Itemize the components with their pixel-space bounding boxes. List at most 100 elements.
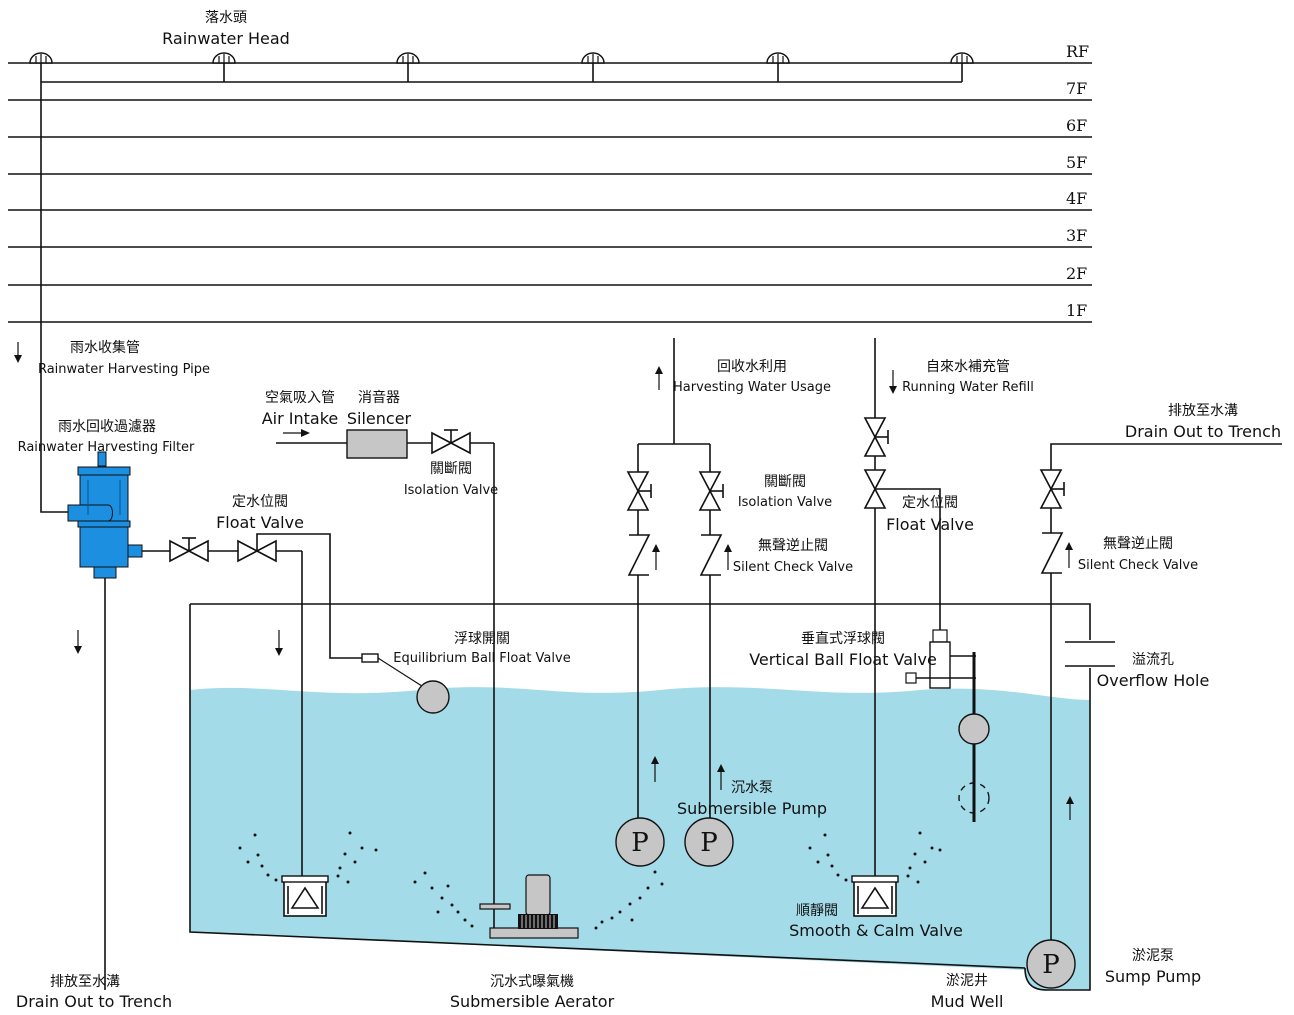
floor-label-4f: 4F: [1066, 189, 1087, 208]
isolation-valve-icon: [431, 429, 471, 455]
storage-tank: [189, 603, 1115, 991]
air-intake-label-en: Air Intake: [262, 409, 339, 428]
smooth-valve-icon: [281, 875, 329, 917]
rainwater-head-icon: [950, 52, 974, 64]
silencer-label-en: Silencer: [347, 409, 412, 428]
silent-check2-label-en: Silent Check Valve: [1078, 558, 1198, 573]
arrow-down-icon: [275, 630, 283, 656]
rainwater-head-icon: [581, 52, 605, 64]
arrow-right-icon: [283, 429, 310, 437]
silencer-label-cn: 消音器: [358, 389, 400, 406]
sump-pump-label-en: Sump Pump: [1105, 967, 1201, 986]
rainwater-collector-pipe: [40, 63, 963, 513]
float-valve-icon: [863, 469, 941, 630]
rainwater-head-icon: [396, 52, 420, 64]
bubbles-right: [808, 831, 942, 884]
drain-left-label-cn: 排放至水溝: [50, 974, 120, 990]
submersible-aerator-icon: [479, 874, 579, 939]
floor-label-7f: 7F: [1066, 79, 1087, 98]
silent-check-label-en: Silent Check Valve: [733, 560, 853, 575]
float-valve-label-en: Float Valve: [216, 513, 304, 532]
float-valve-icon: [237, 533, 362, 659]
isolation-valve-icon: [626, 471, 652, 511]
float-valve2-label-en: Float Valve: [886, 515, 974, 534]
isolation-valve-icon: [1039, 469, 1065, 509]
arrow-down-icon: [74, 630, 82, 654]
vertical-ball-float-icon: [905, 629, 990, 822]
floor-label-1f: 1F: [1066, 301, 1087, 320]
ball-float-label-cn: 浮球開關: [454, 631, 510, 647]
isolation-valve-label-cn: 關斷閥: [430, 461, 472, 477]
floor-label-rf: RF: [1066, 42, 1089, 61]
rainwater-head-icon: [766, 52, 790, 64]
arrow-up-icon: [1066, 796, 1074, 820]
overflow-label-en: Overflow Hole: [1097, 671, 1210, 690]
filter-label-en: Rainwater Harvesting Filter: [18, 440, 195, 455]
floor-label-5f: 5F: [1066, 153, 1087, 172]
arrow-up-icon: [655, 366, 663, 390]
silencer-icon: [346, 429, 408, 459]
smooth-valve-label-en: Smooth & Calm Valve: [789, 921, 963, 940]
silent-check-valve-icon: [1040, 532, 1073, 574]
submersible-pump-icon: P: [684, 817, 734, 867]
pump-letter: P: [700, 828, 718, 858]
arrow-down-icon: [14, 342, 22, 363]
harvest-pipe-label-cn: 雨水收集管: [70, 339, 140, 356]
silent-check2-label-cn: 無聲逆止閥: [1103, 535, 1173, 552]
ball-float-label-en: Equilibrium Ball Float Valve: [393, 651, 570, 666]
mud-well-label-en: Mud Well: [931, 992, 1004, 1011]
rainwater-head-icon: [212, 52, 236, 64]
isolation-valve-icon: [698, 471, 724, 511]
refill-label-en: Running Water Refill: [902, 380, 1034, 395]
rainwater-head-label-en: Rainwater Head: [162, 29, 290, 48]
air-intake-label-cn: 空氣吸入管: [265, 390, 335, 406]
floor-label-2f: 2F: [1066, 264, 1087, 283]
isolation-valve2-label-cn: 關斷閥: [764, 474, 806, 490]
sump-pump-icon: P: [1026, 939, 1076, 989]
arrow-up-icon: [717, 764, 725, 790]
drain-left-label-en: Drain Out to Trench: [16, 992, 172, 1011]
drain-right-label-cn: 排放至水溝: [1168, 403, 1238, 419]
ball-float-icon: [361, 653, 450, 714]
harvest-pipe-label-en: Rainwater Harvesting Pipe: [38, 362, 210, 377]
rainwater-heads: [29, 52, 974, 64]
silent-check-label-cn: 無聲逆止閥: [758, 537, 828, 554]
harvest-usage-label-cn: 回收水利用: [717, 359, 787, 375]
floor-labels: RF 7F 6F 5F 4F 3F 2F 1F: [1066, 42, 1089, 320]
mud-well-label-cn: 淤泥井: [946, 973, 988, 989]
filter-label-cn: 雨水回收過濾器: [58, 419, 156, 435]
gate-valve-icon: [169, 537, 209, 563]
isolation-valve2-label-en: Isolation Valve: [738, 495, 832, 510]
refill-label-cn: 自來水補充管: [926, 359, 1010, 375]
rainwater-filter-icon: [67, 451, 143, 579]
submersible-pump-icon: P: [615, 817, 665, 867]
aerator-label-en: Submersible Aerator: [450, 992, 615, 1011]
rainwater-head-label-cn: 落水頭: [205, 10, 247, 26]
rainwater-head-icon: [29, 52, 53, 64]
float-valve-label-cn: 定水位閥: [232, 494, 288, 510]
sump-pump-label-cn: 淤泥泵: [1132, 948, 1174, 964]
aerator-label-cn: 沉水式曝氣機: [490, 974, 574, 990]
pump-letter: P: [1042, 950, 1060, 980]
sub-pump-label-cn: 沉水泵: [731, 780, 773, 796]
silent-check-valve-icon: [699, 534, 732, 576]
harvest-usage-label-en: Harvesting Water Usage: [673, 380, 831, 395]
smooth-valve-label-cn: 順靜閥: [796, 903, 838, 919]
drain-right-label-en: Drain Out to Trench: [1125, 422, 1281, 441]
arrow-down-icon: [889, 370, 897, 394]
overflow-label-cn: 溢流孔: [1132, 652, 1174, 668]
floor-label-3f: 3F: [1066, 226, 1087, 245]
silent-check-valve-icon: [627, 534, 660, 576]
vertical-float-label-cn: 垂直式浮球閥: [801, 630, 885, 647]
float-valve2-label-cn: 定水位閥: [902, 495, 958, 511]
bubbles-left: [238, 831, 378, 884]
isolation-valve-icon: [863, 417, 889, 457]
pump-letter: P: [631, 828, 649, 858]
isolation-valve-label-en: Isolation Valve: [404, 483, 498, 498]
floor-lines: [8, 62, 1092, 323]
smooth-valve-icon: [851, 875, 899, 917]
sub-pump-label-en: Submersible Pump: [677, 799, 827, 818]
bubbles-aerator: [413, 870, 664, 930]
arrow-up-icon: [651, 756, 659, 782]
